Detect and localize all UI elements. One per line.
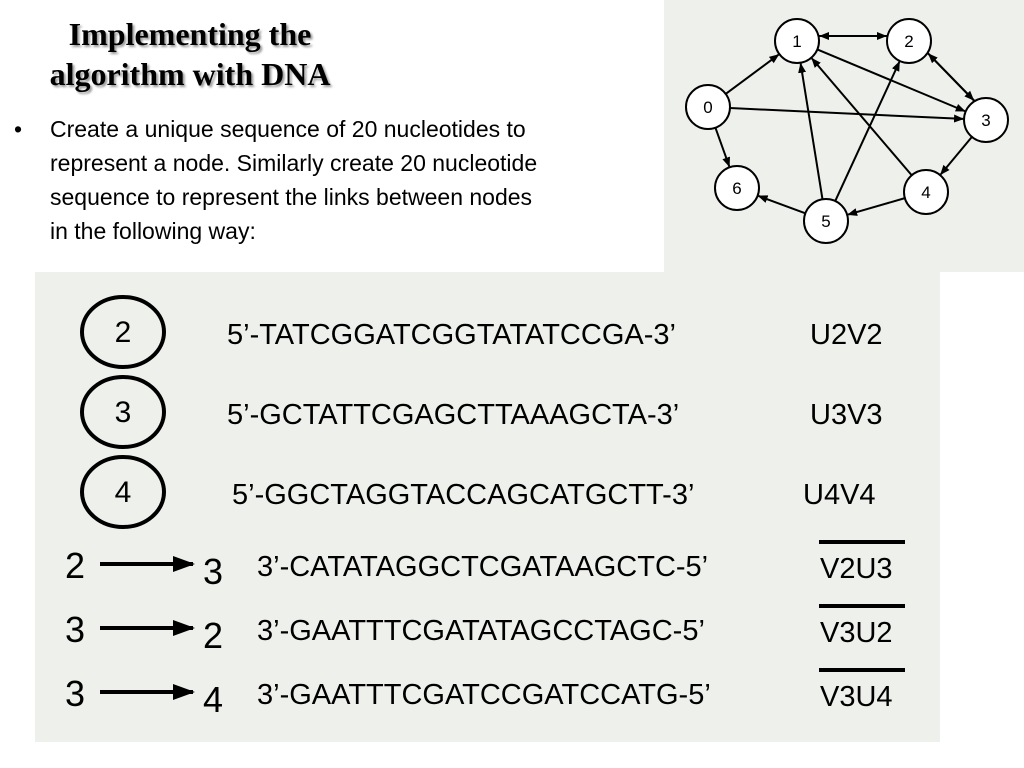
node-label: 5: [821, 212, 830, 231]
link-to-node: 4: [203, 679, 223, 720]
bullet-line-2: represent a node. Similarly create 20 nu…: [50, 150, 538, 176]
link-label: V3U4: [820, 681, 893, 713]
node-number: 4: [115, 476, 132, 509]
edge-5-to-2: [834, 60, 901, 202]
link-sequence-row: 3 4 3’-GAATTTCGATCCGATCCATG-5’ V3U4: [65, 668, 905, 720]
graph-node-2: 2: [886, 18, 932, 64]
node-circle: [714, 165, 760, 211]
graph-diagram: 0 1 2 3 4 5 6: [685, 18, 1009, 244]
node-circle: [80, 295, 166, 369]
edge-5-to-6: [757, 195, 806, 215]
title-line-2: algorithm with DNA: [49, 56, 331, 92]
link-label: V2U3: [820, 553, 893, 585]
node-label: 4: [921, 183, 930, 202]
node-circle: [685, 84, 731, 130]
graph-node-6: 6: [714, 165, 760, 211]
graph-node-3: 3: [963, 97, 1009, 143]
graph-figure: 0 1 2 3 4 5 6: [664, 0, 1024, 272]
node-circle: [774, 18, 820, 64]
node-number: 2: [115, 316, 132, 349]
node-sequence-row: 4 5’-GGCTAGGTACCAGCATGCTT-3’ U4V4: [80, 455, 876, 529]
graph-node-0: 0: [685, 84, 731, 130]
link-label: V3U2: [820, 617, 893, 649]
node-label: 1: [792, 32, 801, 51]
node-sequence: 5’-GCTATTCGAGCTTAAAGCTA-3’: [227, 399, 679, 431]
link-to-node: 3: [203, 551, 223, 592]
link-from-node: 2: [65, 545, 85, 586]
edge-3-to-4: [939, 136, 973, 176]
node-circle: [963, 97, 1009, 143]
graph-node-5: 5: [803, 198, 849, 244]
edge-0-to-3: [729, 107, 965, 123]
node-label: 3: [981, 111, 990, 130]
bullet-line-3: sequence to represent the links between …: [50, 184, 533, 210]
graph-node-1: 1: [774, 18, 820, 64]
link-sequence: 3’-GAATTTCGATATAGCCTAGC-5’: [257, 615, 705, 647]
node-circle: [80, 455, 166, 529]
title-line-1: Implementing the: [68, 16, 312, 52]
edge-3-to-2: [927, 53, 975, 102]
link-from-node: 3: [65, 609, 85, 650]
node-number: 3: [115, 396, 132, 429]
bullet-paragraph: • Create a unique sequence of 20 nucleot…: [14, 112, 664, 248]
node-label: 6: [732, 179, 741, 198]
node-sequence-row: 2 5’-TATCGGATCGGTATATCCGA-3’ U2V2: [80, 295, 883, 369]
link-sequence-row: 2 3 3’-CATATAGGCTCGATAAGCTC-5’ V2U3: [65, 540, 905, 592]
node-sequence: 5’-TATCGGATCGGTATATCCGA-3’: [227, 319, 676, 351]
node-circle: [903, 169, 949, 215]
link-sequence-row: 3 2 3’-GAATTTCGATATAGCCTAGC-5’ V3U2: [65, 604, 905, 656]
node-sequence-row: 3 5’-GCTATTCGAGCTTAAAGCTA-3’ U3V3: [80, 375, 883, 449]
edge-0-to-1: [725, 53, 780, 95]
node-label: U2V2: [810, 319, 883, 351]
node-circle: [80, 375, 166, 449]
link-from-node: 3: [65, 673, 85, 714]
edge-4-to-5: [847, 197, 906, 216]
sequence-figure: 2 5’-TATCGGATCGGTATATCCGA-3’ U2V2 3 5’-GCTAT…: [35, 272, 940, 742]
edge-4-to-1: [811, 57, 913, 176]
edge-5-to-1: [798, 62, 824, 200]
link-to-node: 2: [203, 615, 223, 656]
slide-title: Implementing the algorithm with DNA: [10, 14, 370, 94]
node-label: 2: [904, 32, 913, 51]
bullet-line-4: in the following way:: [50, 218, 256, 244]
link-sequence: 3’-GAATTTCGATCCGATCCATG-5’: [257, 679, 711, 711]
bullet-marker: •: [14, 116, 23, 142]
node-sequence: 5’-GGCTAGGTACCAGCATGCTT-3’: [232, 479, 694, 511]
edge-0-to-6: [714, 127, 731, 168]
node-label: 0: [703, 98, 712, 117]
node-label: U4V4: [803, 479, 876, 511]
node-circle: [803, 198, 849, 244]
sequence-table: 2 5’-TATCGGATCGGTATATCCGA-3’ U2V2 3 5’-GCTAT…: [65, 295, 905, 720]
graph-node-4: 4: [903, 169, 949, 215]
bullet-line-1: Create a unique sequence of 20 nucleotid…: [50, 116, 526, 142]
node-circle: [886, 18, 932, 64]
link-sequence: 3’-CATATAGGCTCGATAAGCTC-5’: [257, 551, 708, 583]
node-label: U3V3: [810, 399, 883, 431]
